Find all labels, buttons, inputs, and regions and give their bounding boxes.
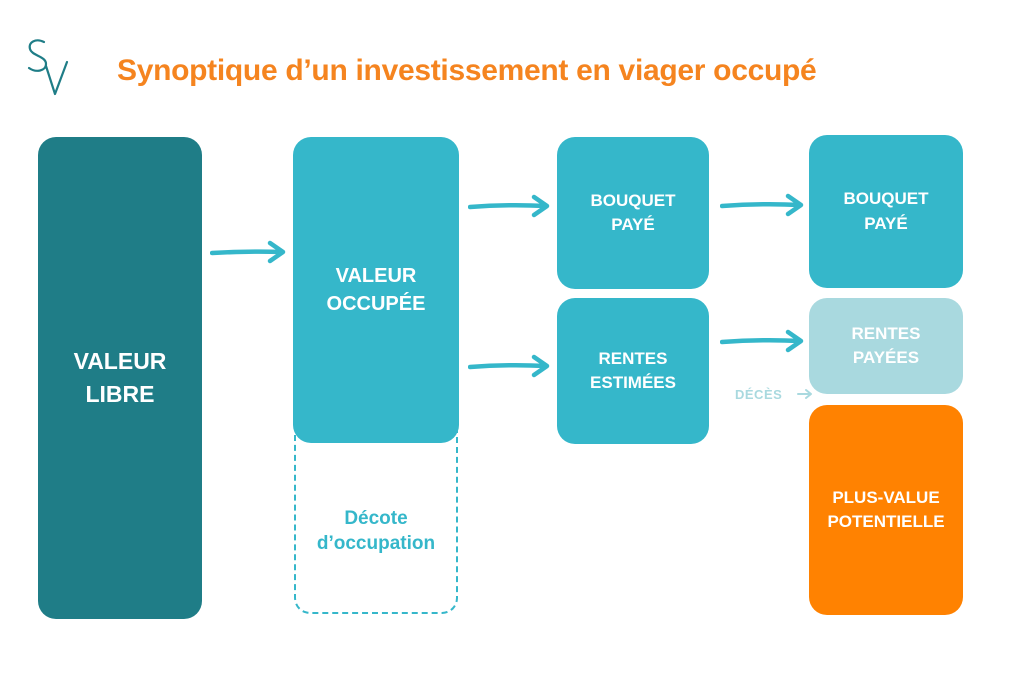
sv-logo xyxy=(27,39,69,96)
bouquet-paye-box-1: BOUQUET PAYÉ xyxy=(557,137,709,289)
decote-occupation-box: Décote d’occupation xyxy=(294,430,458,614)
rentes-estimees-label: RENTES ESTIMÉES xyxy=(590,348,676,392)
arrow-right-icon xyxy=(468,194,550,218)
bouquet-paye-label-1: BOUQUET PAYÉ xyxy=(590,190,676,234)
bouquet-paye-box-2: BOUQUET PAYÉ xyxy=(809,135,963,288)
rentes-estimees-box: RENTES ESTIMÉES xyxy=(557,298,709,444)
valeur-libre-label: VALEUR LIBRE xyxy=(73,348,167,407)
arrow-right-icon xyxy=(720,329,804,353)
arrow-right-icon xyxy=(720,193,804,217)
diagram-title: Synoptique d’un investissement en viager… xyxy=(117,54,817,87)
valeur-occupee-box: VALEUR OCCUPÉE xyxy=(293,137,459,443)
arrow-right-icon xyxy=(468,354,550,378)
rentes-payees-box: RENTES PAYÉES xyxy=(809,298,963,394)
plus-value-box: PLUS-VALUE POTENTIELLE xyxy=(809,405,963,615)
deces-label: DÉCÈS xyxy=(735,387,783,402)
valeur-libre-box: VALEUR LIBRE xyxy=(38,137,202,619)
valeur-occupee-label: VALEUR OCCUPÉE xyxy=(326,264,426,315)
rentes-payees-label: RENTES PAYÉES xyxy=(851,323,921,367)
small-arrow-right-icon xyxy=(797,389,812,399)
arrow-right-icon xyxy=(210,240,286,264)
plus-value-label: PLUS-VALUE POTENTIELLE xyxy=(827,487,945,531)
decote-occupation-label: Décote d’occupation xyxy=(316,508,436,554)
bouquet-paye-label-2: BOUQUET PAYÉ xyxy=(843,189,929,233)
